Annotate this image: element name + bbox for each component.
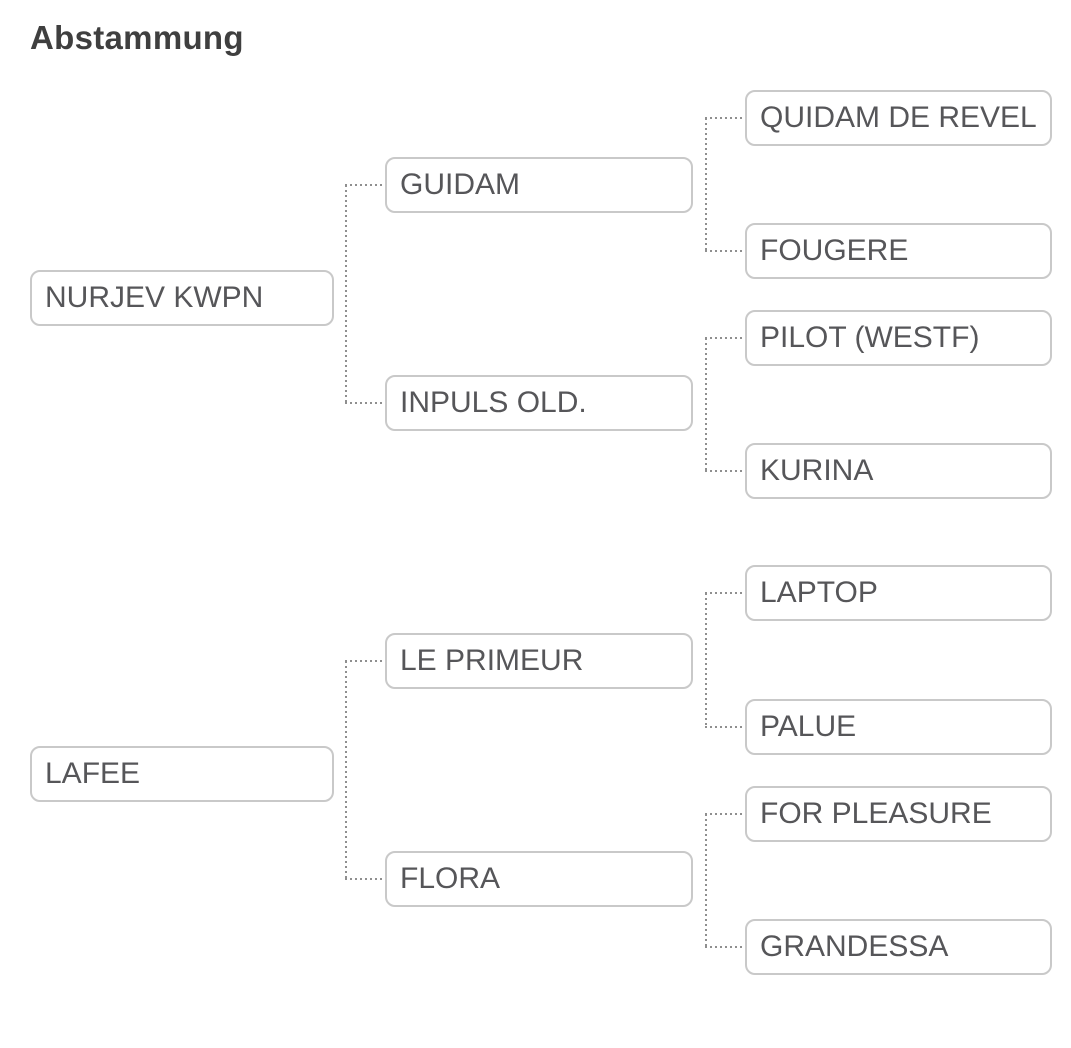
pedigree-connector-hline: [705, 117, 743, 119]
pedigree-node-le-primeur[interactable]: LE PRIMEUR: [385, 633, 693, 689]
pedigree-node-nurjev-kwpn[interactable]: NURJEV KWPN: [30, 270, 334, 326]
pedigree-connector-hline: [705, 592, 743, 594]
pedigree-node-lafee[interactable]: LAFEE: [30, 746, 334, 802]
pedigree-connector-hline: [345, 402, 383, 404]
pedigree-connector-vline: [345, 185, 347, 403]
pedigree-connector-vline: [705, 814, 707, 947]
pedigree-connector-hline: [705, 470, 743, 472]
pedigree-connector-hline: [705, 813, 743, 815]
pedigree-node-quidam-de-revel[interactable]: QUIDAM DE REVEL: [745, 90, 1052, 146]
pedigree-connector-hline: [705, 337, 743, 339]
pedigree-connector-hline: [705, 726, 743, 728]
pedigree-connector-hline: [345, 660, 383, 662]
pedigree-node-pilot-westf[interactable]: PILOT (WESTF): [745, 310, 1052, 366]
pedigree-node-grandessa[interactable]: GRANDESSA: [745, 919, 1052, 975]
pedigree-node-inpuls-old[interactable]: INPULS OLD.: [385, 375, 693, 431]
pedigree-node-laptop[interactable]: LAPTOP: [745, 565, 1052, 621]
pedigree-node-fougere[interactable]: FOUGERE: [745, 223, 1052, 279]
pedigree-node-guidam[interactable]: GUIDAM: [385, 157, 693, 213]
pedigree-connector-vline: [705, 593, 707, 727]
pedigree-node-for-pleasure[interactable]: FOR PLEASURE: [745, 786, 1052, 842]
pedigree-connector-hline: [705, 250, 743, 252]
pedigree-node-flora[interactable]: FLORA: [385, 851, 693, 907]
pedigree-connector-vline: [705, 118, 707, 251]
pedigree-node-palue[interactable]: PALUE: [745, 699, 1052, 755]
pedigree-connector-hline: [705, 946, 743, 948]
page-title: Abstammung: [30, 19, 244, 56]
pedigree-connector-hline: [345, 878, 383, 880]
pedigree-connector-vline: [705, 338, 707, 471]
pedigree-connector-vline: [345, 661, 347, 879]
pedigree-connector-hline: [345, 184, 383, 186]
pedigree-node-kurina[interactable]: KURINA: [745, 443, 1052, 499]
